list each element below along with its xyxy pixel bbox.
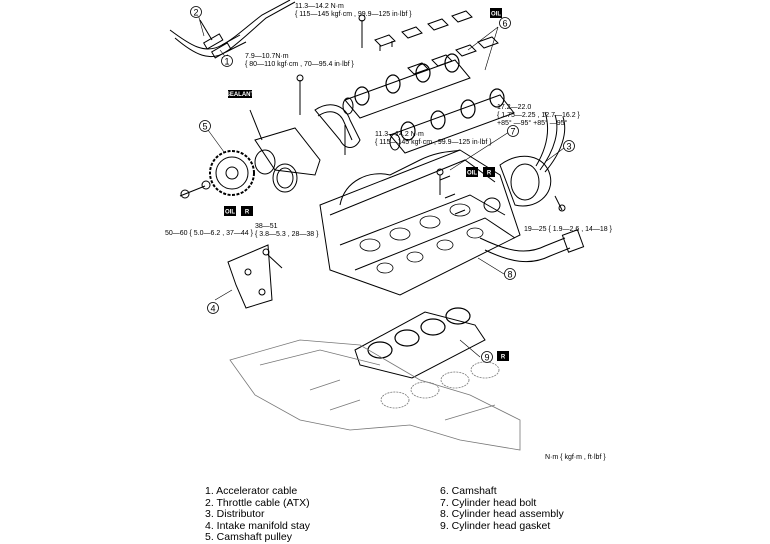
svg-text:9: 9: [484, 353, 489, 363]
torque-value: 19—25 { 1.9—2.6 , 14—18 }: [524, 226, 612, 233]
legend-item: 4. Intake manifold stay: [205, 519, 311, 532]
chain-guide: [296, 74, 361, 155]
callout-9: 9: [481, 351, 493, 363]
torque-value: 11.3—14.2 N·m: [295, 3, 344, 10]
replace-tag-left: R: [241, 206, 253, 216]
legend-item: 7. Cylinder head bolt: [440, 496, 537, 509]
svg-text:3: 3: [566, 142, 571, 152]
camshaft-caps: [358, 10, 499, 75]
torque-value: 7.9—10.7N·m: [245, 53, 289, 60]
svg-text:7: 7: [510, 127, 515, 137]
callout-1: 1: [221, 55, 233, 67]
svg-text:5: 5: [202, 122, 207, 132]
svg-text:SEALANT: SEALANT: [226, 92, 255, 98]
torque-spec-cover-bolt: 7.9—10.7N·m { 80—110 kgf·cm , 70—95.4 in…: [245, 53, 354, 69]
replace-tag-right: R: [483, 167, 495, 177]
torque-value: 17.2—22.0: [497, 104, 532, 111]
legend-item: 2. Throttle cable (ATX): [205, 496, 310, 509]
distributor: [483, 111, 566, 213]
callout-2: 2: [190, 6, 202, 18]
svg-text:2: 2: [193, 8, 198, 18]
service-tags: OIL SEALANT OIL R OIL R R: [224, 8, 509, 361]
torque-value-alt: { 115—145 kgf·cm , 99.9—125 in·lbf }: [295, 11, 412, 18]
callout-4: 4: [207, 302, 219, 314]
torque-spec-stay-bolt: 38—51 { 3.8—5.3 , 28—38 }: [255, 223, 318, 239]
torque-spec-head-bolt: 17.2—22.0 { 1.75—2.25 , 12.7—16.2 } +85°…: [497, 104, 580, 128]
callout-5: 5: [199, 120, 211, 132]
legend-item: 8. Cylinder head assembly: [440, 508, 564, 521]
oil-tag-right: OIL: [466, 167, 478, 177]
camshaft-pulley: [179, 150, 255, 199]
torque-value-alt: { 1.75—2.25 , 12.7—16.2 }: [497, 112, 580, 119]
svg-text:OIL: OIL: [491, 12, 501, 18]
torque-value: 11.3—14.2 N·m: [375, 131, 424, 138]
parts-legend-left: 1. Accelerator cable 2. Throttle cable (…: [205, 485, 311, 544]
units-note: N·m { kgf·m , ft·lbf }: [545, 454, 606, 461]
torque-spec-pulley-bolt: 50—60 { 5.0—6.2 , 37—44 }: [165, 230, 253, 238]
legend-item: 9. Cylinder head gasket: [440, 519, 551, 532]
oil-tag-left: OIL: [224, 206, 236, 216]
svg-text:4: 4: [210, 304, 215, 314]
torque-value-alt: { 80—110 kgf·cm , 70—95.4 in·lbf }: [245, 61, 354, 68]
svg-text:R: R: [487, 171, 492, 177]
torque-spec-camshaft-cap: 11.3—14.2 N·m { 115—145 kgf·cm , 99.9—12…: [295, 3, 412, 19]
legend-item: 6. Camshaft: [440, 485, 497, 497]
legend-item: 5. Camshaft pulley: [205, 531, 292, 544]
legend-item: 3. Distributor: [205, 508, 265, 521]
callout-markers: 1 2 3 4 5 6 7 8 9: [190, 6, 575, 363]
sealant-tag: SEALANT: [226, 90, 255, 98]
cylinder-block: [229, 339, 521, 451]
svg-text:8: 8: [507, 270, 512, 280]
torque-spec-cylinder-head-cover: 11.3—14.2 N·m { 115—145 kgf·cm , 99.9—12…: [375, 131, 492, 147]
cylinder-head-gasket: [354, 307, 486, 379]
oil-tag-top: OIL: [490, 8, 502, 18]
callout-6: 6: [499, 17, 511, 29]
torque-spec-distributor: 19—25 { 1.9—2.6 , 14—18 }: [524, 226, 612, 234]
front-cover: [249, 109, 321, 193]
torque-value-alt: { 115—145 kgf·cm , 99.9—125 in·lbf }: [375, 139, 492, 146]
callout-7: 7: [507, 125, 519, 137]
svg-text:OIL: OIL: [225, 210, 235, 216]
callout-3: 3: [563, 140, 575, 152]
svg-text:R: R: [501, 355, 506, 361]
svg-text:1: 1: [224, 57, 229, 67]
accelerator-throttle-cables: [169, 0, 296, 59]
replace-tag-gasket: R: [497, 351, 509, 361]
torque-angle: +85° —95° +85° —95°: [497, 120, 568, 127]
leader-lines: [197, 13, 565, 358]
torque-value-alt: { 3.8—5.3 , 28—38 }: [255, 231, 319, 238]
intake-manifold-stay: [227, 244, 283, 309]
svg-text:OIL: OIL: [467, 171, 477, 177]
callout-8: 8: [504, 268, 516, 280]
camshafts: [342, 53, 515, 154]
parts-legend-right: 6. Camshaft 7. Cylinder head bolt 8. Cyl…: [440, 485, 564, 532]
svg-text:6: 6: [502, 19, 507, 29]
torque-value: 50—60 { 5.0—6.2 , 37—44 }: [165, 230, 253, 237]
torque-value: 38—51: [255, 223, 278, 230]
svg-text:R: R: [245, 210, 250, 216]
water-pipe: [479, 229, 585, 263]
legend-item: 1. Accelerator cable: [205, 485, 298, 497]
